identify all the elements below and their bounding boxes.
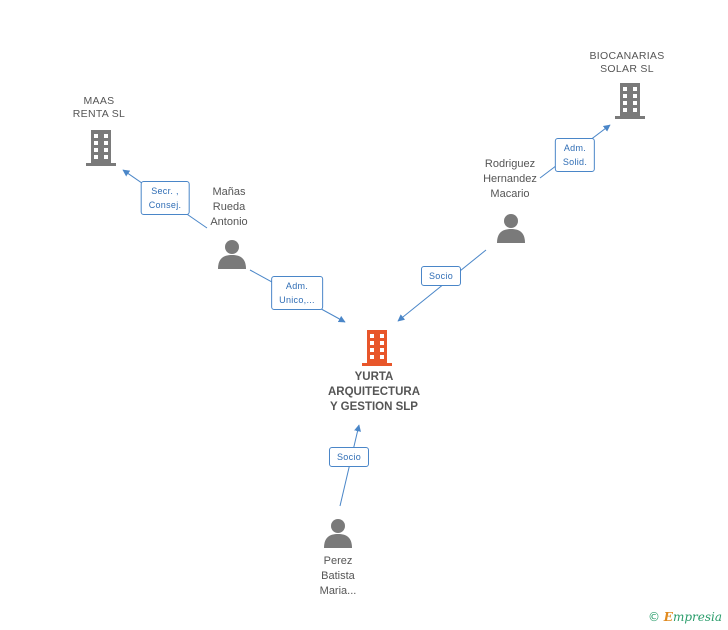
copyright-icon: © — [647, 610, 660, 624]
edge-label-secr[interactable]: Secr. , Consej. — [140, 181, 190, 215]
brand-name[interactable]: mpresia — [672, 610, 722, 624]
node-label-main[interactable]: YURTA ARQUITECTURA Y GESTION SLP — [328, 371, 420, 413]
edge-label-socio-perez[interactable]: Socio — [328, 447, 370, 467]
node-label-maas[interactable]: MAAS RENTA SL — [72, 95, 126, 120]
copyright-footer: © Empresia — [648, 610, 722, 624]
edge-label-adm-solid[interactable]: Adm. Solid. — [554, 138, 596, 172]
building-icon-main[interactable] — [361, 330, 393, 366]
node-label-manas[interactable]: Mañas Rueda Antonio — [210, 186, 248, 228]
edge-label-adm-unico[interactable]: Adm. Unico,... — [271, 276, 323, 310]
node-label-rodriguez[interactable]: Rodriguez Hernandez Macario — [483, 158, 537, 200]
person-icon-manas[interactable] — [217, 239, 247, 269]
person-icon-perez[interactable] — [323, 518, 353, 548]
edge-label-socio-rodriguez[interactable]: Socio — [420, 266, 462, 286]
node-label-biocanarias[interactable]: BIOCANARIAS SOLAR SL — [589, 50, 665, 75]
brand-initial: E — [663, 610, 673, 624]
building-icon-maas[interactable] — [85, 130, 117, 166]
node-label-perez[interactable]: Perez Batista Maria... — [319, 555, 357, 597]
building-icon-biocanarias[interactable] — [614, 83, 646, 119]
person-icon-rodriguez[interactable] — [496, 213, 526, 243]
